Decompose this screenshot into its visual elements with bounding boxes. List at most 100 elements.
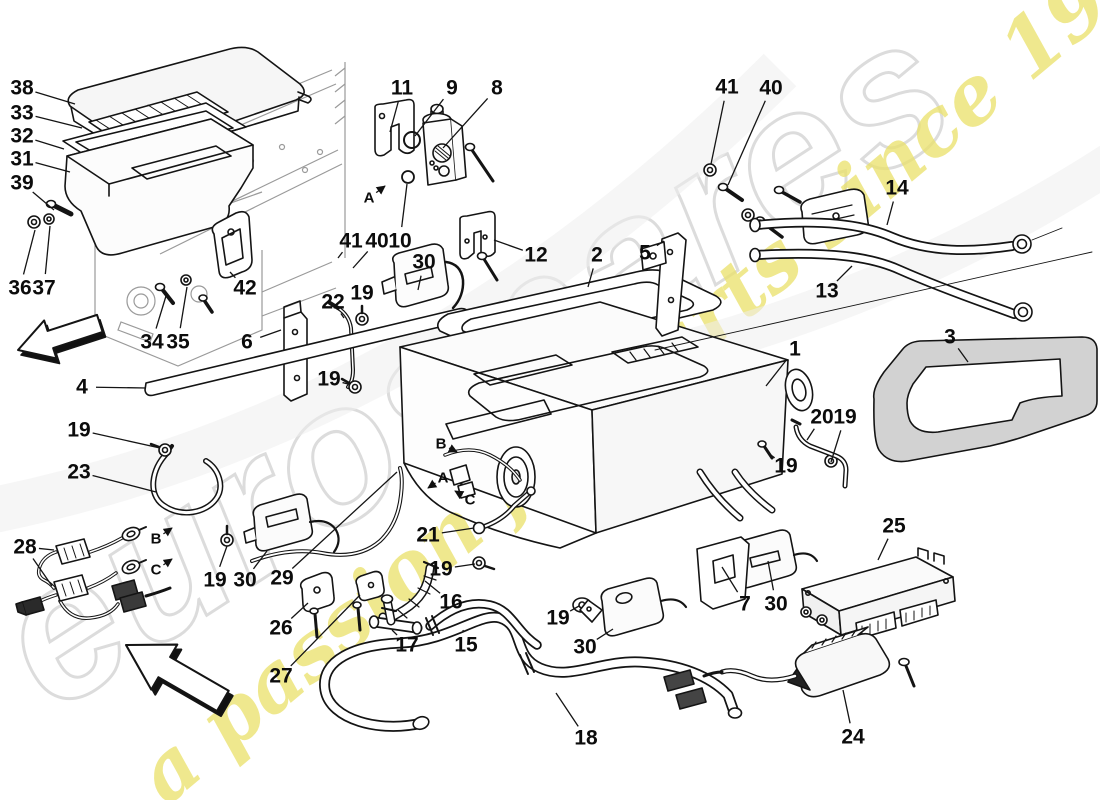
part-callout-37[interactable]: 37 bbox=[32, 276, 56, 300]
leader-line bbox=[727, 100, 766, 186]
part-callout-10[interactable]: 10 bbox=[388, 229, 412, 253]
part-callout-31[interactable]: 31 bbox=[10, 147, 34, 171]
leader-line bbox=[162, 558, 173, 568]
leader-line bbox=[569, 605, 580, 612]
part-callout-13[interactable]: 13 bbox=[815, 279, 839, 303]
o-ring-10 bbox=[401, 170, 415, 184]
part-callout-40[interactable]: 40 bbox=[365, 229, 389, 253]
leader-line bbox=[454, 563, 476, 568]
leader-line bbox=[886, 201, 894, 226]
part-callout-22[interactable]: 22 bbox=[321, 290, 345, 314]
part-callout-21[interactable]: 21 bbox=[416, 523, 440, 547]
part-callout-23[interactable]: 23 bbox=[67, 460, 91, 484]
part-callout-19[interactable]: 19 bbox=[67, 418, 91, 442]
part-callout-18[interactable]: 18 bbox=[574, 726, 598, 750]
leader-line bbox=[767, 560, 775, 591]
part-callout-25[interactable]: 25 bbox=[882, 514, 906, 538]
part-callout-29[interactable]: 29 bbox=[270, 566, 294, 590]
leader-line bbox=[441, 527, 475, 534]
part-callout-3[interactable]: 3 bbox=[944, 325, 956, 349]
leader-line bbox=[95, 386, 147, 389]
part-callout-40[interactable]: 40 bbox=[759, 76, 783, 100]
leader-line bbox=[389, 101, 399, 133]
part-callout-15[interactable]: 15 bbox=[454, 633, 478, 657]
part-callout-38[interactable]: 38 bbox=[10, 76, 34, 100]
part-callout-14[interactable]: 14 bbox=[885, 176, 909, 200]
leader-line bbox=[155, 295, 167, 329]
part-callout-26[interactable]: 26 bbox=[269, 616, 293, 640]
part-callout-19[interactable]: 19 bbox=[774, 454, 798, 478]
part-callout-8[interactable]: 8 bbox=[491, 76, 503, 100]
actuator-30-left bbox=[243, 493, 340, 554]
part-callout-19[interactable]: 19 bbox=[429, 557, 453, 581]
part-callout-24[interactable]: 24 bbox=[841, 725, 865, 749]
valve-screws bbox=[464, 142, 499, 282]
leader-line bbox=[877, 538, 889, 561]
part-callout-19[interactable]: 19 bbox=[546, 606, 570, 630]
leader-line bbox=[806, 428, 815, 441]
part-callout-33[interactable]: 33 bbox=[10, 101, 34, 125]
leader-line bbox=[767, 452, 776, 459]
part-callout-7[interactable]: 7 bbox=[739, 592, 751, 616]
part-callout-30[interactable]: 30 bbox=[764, 592, 788, 616]
part-callout-12[interactable]: 12 bbox=[524, 243, 548, 267]
leader-line bbox=[229, 271, 236, 279]
part-callout-30[interactable]: 30 bbox=[233, 568, 257, 592]
leader-line bbox=[414, 98, 444, 137]
part-callout-30[interactable]: 30 bbox=[412, 250, 436, 274]
section-marker-A: A bbox=[363, 189, 375, 207]
mounting-bracket-42 bbox=[211, 210, 253, 279]
wiring-harness-28 bbox=[15, 526, 172, 620]
expansion-valve-8 bbox=[422, 103, 467, 186]
heater-hose-15 bbox=[425, 599, 542, 650]
leader-line bbox=[375, 185, 386, 195]
temperature-sensor-19 bbox=[340, 304, 369, 394]
part-callout-20[interactable]: 20 bbox=[810, 405, 834, 429]
leader-line bbox=[219, 545, 228, 568]
section-marker-A: A bbox=[437, 469, 449, 487]
leader-line bbox=[493, 239, 524, 251]
heater-hose-18 bbox=[319, 611, 743, 732]
part-callout-32[interactable]: 32 bbox=[10, 124, 34, 148]
direction-arrow-upper-icon bbox=[17, 313, 107, 365]
part-callout-36[interactable]: 36 bbox=[8, 276, 32, 300]
part-callout-9[interactable]: 9 bbox=[446, 76, 458, 100]
part-callout-19[interactable]: 19 bbox=[350, 281, 374, 305]
leader-line bbox=[442, 97, 489, 149]
leader-line bbox=[32, 558, 53, 587]
leader-line bbox=[391, 629, 398, 636]
part-callout-34[interactable]: 34 bbox=[140, 330, 164, 354]
part-callout-19[interactable]: 19 bbox=[833, 405, 857, 429]
part-callout-35[interactable]: 35 bbox=[166, 330, 190, 354]
part-callout-41[interactable]: 41 bbox=[339, 229, 363, 253]
part-callout-30[interactable]: 30 bbox=[573, 635, 597, 659]
leader-line bbox=[38, 547, 55, 551]
part-callout-39[interactable]: 39 bbox=[10, 171, 34, 195]
resistor-connectors bbox=[663, 669, 724, 710]
part-callout-28[interactable]: 28 bbox=[13, 535, 37, 559]
leader-line bbox=[842, 689, 851, 724]
bracket-7 bbox=[696, 536, 750, 610]
leader-line bbox=[340, 313, 345, 319]
leader-line bbox=[92, 432, 161, 449]
part-callout-16[interactable]: 16 bbox=[439, 590, 463, 614]
part-callout-17[interactable]: 17 bbox=[395, 633, 419, 657]
leader-line bbox=[555, 692, 579, 727]
leader-line bbox=[22, 229, 36, 275]
part-callout-19[interactable]: 19 bbox=[203, 568, 227, 592]
part-callout-19[interactable]: 19 bbox=[317, 367, 341, 391]
part-callout-2[interactable]: 2 bbox=[591, 243, 603, 267]
section-marker-B: B bbox=[150, 530, 162, 548]
part-callout-11[interactable]: 11 bbox=[390, 76, 414, 100]
actuator-30-center bbox=[579, 577, 688, 637]
part-callout-6[interactable]: 6 bbox=[241, 330, 253, 354]
part-callout-42[interactable]: 42 bbox=[233, 276, 257, 300]
leader-line bbox=[957, 347, 969, 363]
part-callout-1[interactable]: 1 bbox=[789, 337, 801, 361]
part-callout-41[interactable]: 41 bbox=[715, 75, 739, 99]
part-callout-5[interactable]: 5 bbox=[639, 241, 651, 265]
part-callout-27[interactable]: 27 bbox=[269, 664, 293, 688]
part-callout-4[interactable]: 4 bbox=[76, 375, 88, 399]
